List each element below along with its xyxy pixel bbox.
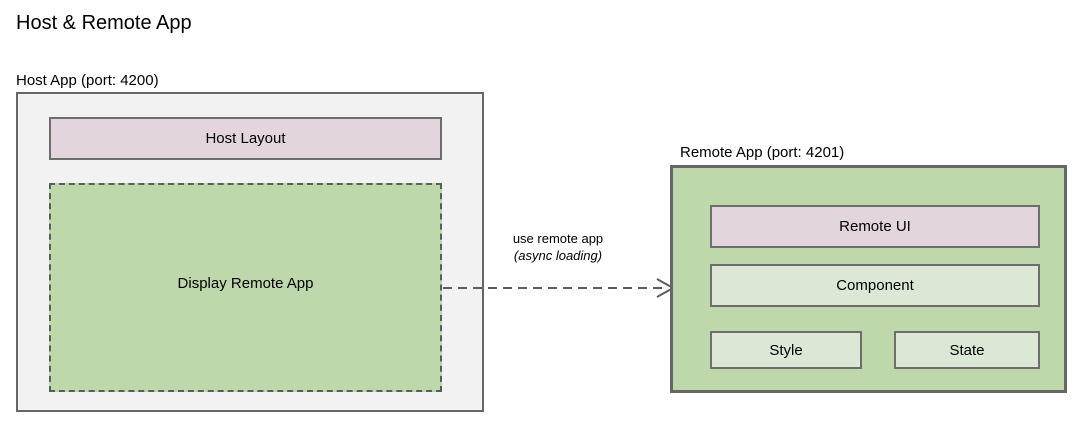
remote-ui-box: Remote UI (710, 205, 1040, 248)
display-remote-app-box: Display Remote App (49, 183, 442, 392)
connector-caption: use remote app (async loading) (443, 230, 673, 264)
connector-arrow (443, 278, 676, 298)
remote-app-label: Remote App (port: 4201) (680, 144, 845, 161)
host-layout-box: Host Layout (49, 117, 442, 160)
state-label: State (949, 341, 985, 359)
style-label: Style (769, 341, 803, 359)
connector-caption-line1: use remote app (512, 231, 604, 246)
remote-ui-label: Remote UI (839, 218, 911, 235)
component-label: Component (836, 277, 914, 294)
display-remote-app-label: Display Remote App (177, 275, 314, 292)
page-title: Host & Remote App (16, 12, 192, 34)
style-box: Style (710, 331, 862, 369)
component-box: Component (710, 264, 1040, 307)
connector-caption-line2: (async loading) (513, 248, 603, 263)
state-box: State (894, 331, 1040, 369)
host-layout-label: Host Layout (205, 130, 286, 147)
host-app-label: Host App (port: 4200) (16, 72, 159, 89)
